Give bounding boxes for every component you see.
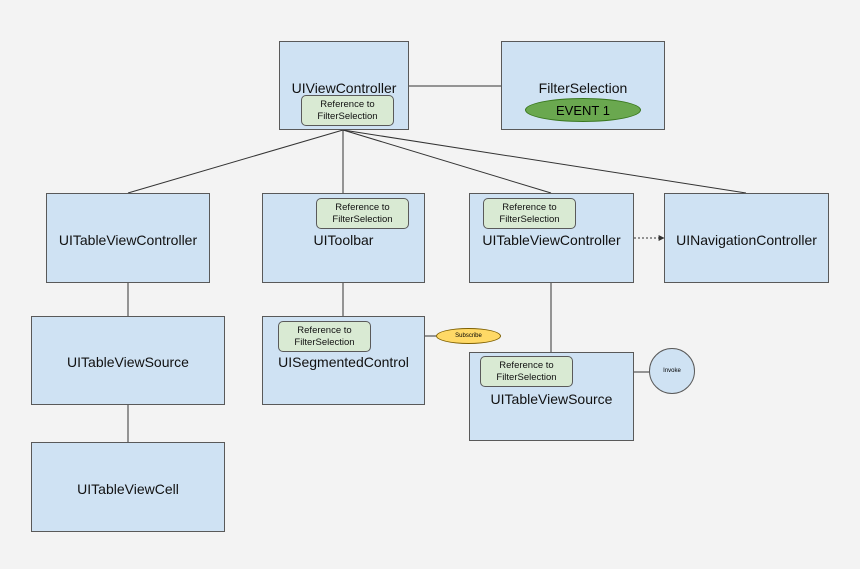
node-uitableviewsource-left: UITableViewSource [31, 316, 225, 405]
event-1-label: EVENT 1 [556, 102, 610, 118]
ref-toolbar-line2: FilterSelection [332, 213, 393, 225]
ref-tvc-right-line2: FilterSelection [499, 213, 560, 225]
ref-toolbar-line1: Reference to [335, 201, 390, 213]
ref-tvc-right: Reference to FilterSelection [483, 198, 576, 229]
ref-segmented-line2: FilterSelection [294, 336, 355, 348]
ref-viewcontroller-line1: Reference to [320, 98, 375, 110]
node-uitableviewcontroller-right-label: UITableViewController [482, 232, 621, 248]
subscribe-label: Subscribe [455, 333, 482, 339]
ref-viewcontroller: Reference to FilterSelection [301, 95, 394, 126]
node-uitableviewcell: UITableViewCell [31, 442, 225, 532]
ref-segmented: Reference to FilterSelection [278, 321, 371, 352]
event-1-ellipse: EVENT 1 [525, 98, 641, 122]
invoke-circle: Invoke [649, 348, 695, 394]
node-uinavigationcontroller: UINavigationController [664, 193, 829, 283]
node-uitableviewcontroller-left: UITableViewController [46, 193, 210, 283]
invoke-label: Invoke [663, 368, 681, 374]
node-uitableviewsource-right-label: UITableViewSource [490, 391, 613, 407]
node-uiviewcontroller-label: UIViewController [291, 80, 397, 96]
node-uitoolbar-label: UIToolbar [313, 232, 374, 248]
node-filterselection-label: FilterSelection [538, 80, 628, 96]
subscribe-ellipse: Subscribe [436, 328, 501, 344]
line-viewcontroller-navcontroller [342, 129, 747, 194]
line-viewcontroller-tvc-right [342, 129, 552, 194]
node-uinavigationcontroller-label: UINavigationController [676, 232, 817, 248]
ref-tvs-right-line1: Reference to [499, 359, 554, 371]
ref-toolbar: Reference to FilterSelection [316, 198, 409, 229]
node-uitableviewcell-label: UITableViewCell [77, 481, 179, 497]
node-uisegmentedcontrol-label: UISegmentedControl [278, 354, 409, 370]
line-viewcontroller-tvc-left [127, 129, 344, 194]
node-uitableviewsource-left-label: UITableViewSource [67, 354, 189, 370]
ref-viewcontroller-line2: FilterSelection [317, 110, 378, 122]
ref-tvs-right: Reference to FilterSelection [480, 356, 573, 387]
ref-tvc-right-line1: Reference to [502, 201, 557, 213]
ref-tvs-right-line2: FilterSelection [496, 371, 557, 383]
ref-segmented-line1: Reference to [297, 324, 352, 336]
node-uitableviewcontroller-left-label: UITableViewController [58, 232, 198, 248]
